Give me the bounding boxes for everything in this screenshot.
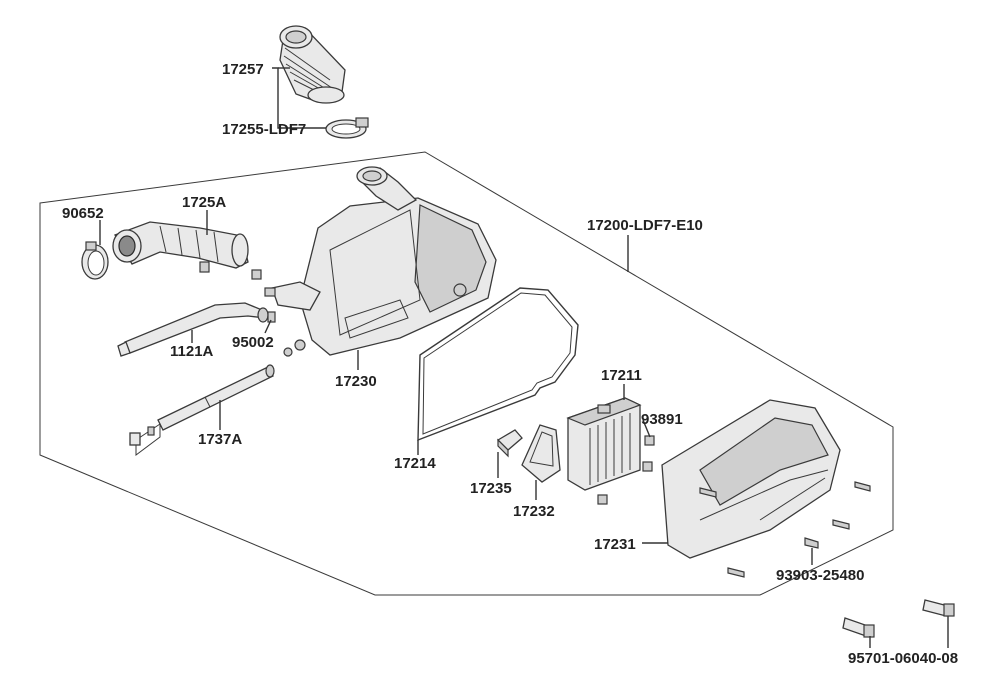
fitting-95002 — [267, 311, 276, 323]
duct-17257 — [279, 25, 346, 104]
label-17214: 17214 — [394, 455, 436, 472]
piece-17235 — [496, 429, 523, 458]
label-1121A: 1121A — [170, 343, 214, 360]
clamp-17255 — [325, 117, 369, 139]
leader-17257-17255 — [272, 67, 326, 129]
label-93903-25480: 93903-25480 — [776, 567, 864, 584]
leader-95701 — [869, 616, 949, 648]
label-95002: 95002 — [232, 334, 274, 351]
hose-1121A — [117, 302, 269, 357]
label-95701-06040-08: 95701-06040-08 — [848, 650, 958, 667]
label-17235: 17235 — [470, 480, 512, 497]
cover-17231 — [661, 399, 841, 559]
label-17255-LDF7: 17255-LDF7 — [222, 121, 306, 138]
clamp-90652 — [81, 241, 109, 280]
small-clip — [251, 269, 262, 280]
leader-95002 — [264, 319, 272, 334]
leader-93891 — [642, 419, 651, 438]
label-90652: 90652 — [62, 205, 104, 222]
gasket-17214 — [417, 287, 579, 442]
label-93891: 93891 — [641, 411, 683, 428]
screw-93903-25480 — [699, 481, 871, 578]
intake-tube-1725A — [112, 221, 249, 273]
filter-element-17211 — [566, 397, 642, 491]
label-17231: 17231 — [594, 536, 636, 553]
bracket-17232 — [521, 424, 561, 483]
label-1725A: 1725A — [182, 194, 226, 211]
label-17230: 17230 — [335, 373, 377, 390]
air-box-17230 — [264, 166, 497, 357]
screw-93891 — [597, 435, 655, 505]
label-17200-LDF7-E10: 17200-LDF7-E10 — [587, 217, 703, 234]
tube-1737A — [129, 364, 275, 456]
label-17211: 17211 — [601, 367, 642, 384]
label-1737A: 1737A — [198, 431, 242, 448]
label-17232: 17232 — [513, 503, 555, 520]
assembly-boundary — [39, 151, 894, 596]
bolt-95701-06040-08 — [842, 599, 955, 638]
label-17257: 17257 — [222, 61, 264, 78]
